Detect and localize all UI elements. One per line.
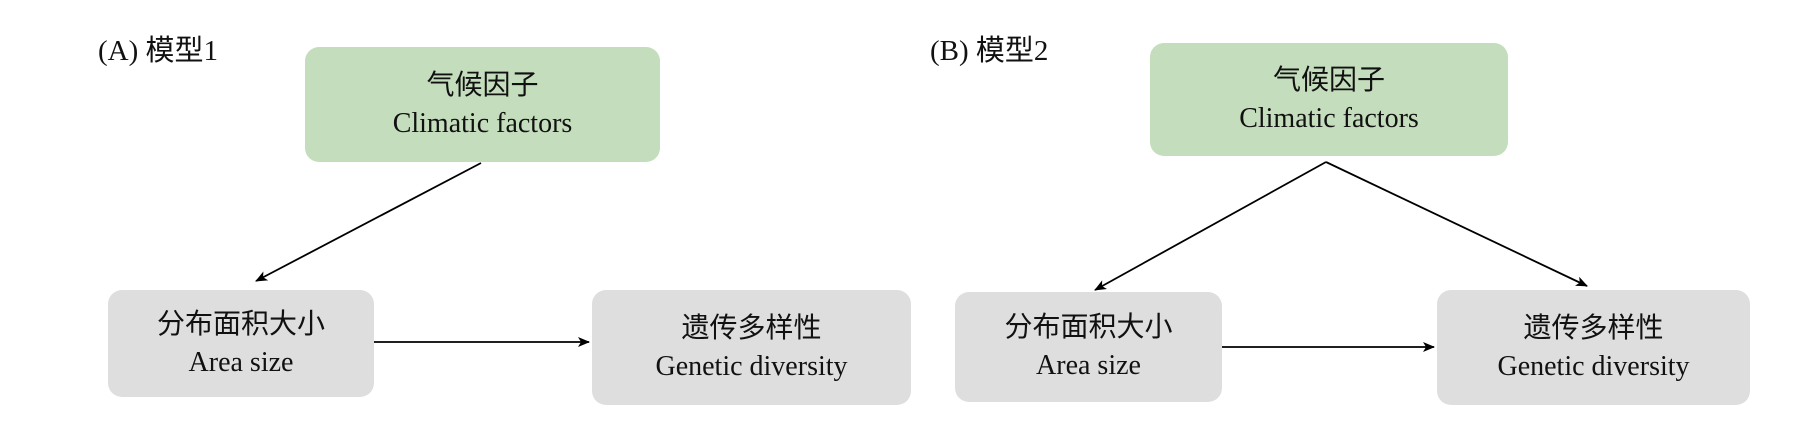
- panel-b-label: (B) 模型2: [930, 35, 1049, 67]
- panel-a-label: (A) 模型1: [98, 35, 219, 67]
- area-size-en-label: Area size: [1036, 350, 1141, 381]
- climatic-factors-en-label: Climatic factors: [392, 107, 573, 139]
- area-size-zh-label: 分布面积大小: [156, 308, 325, 340]
- climatic-factors-en-label: Climatic factors: [1239, 102, 1419, 134]
- panel-b-arrow-climate-to-genetic: [1325, 161, 1588, 287]
- panel-a-genetic-diversity-node: 遗传多样性 Genetic diversity: [592, 290, 911, 405]
- panel-a-climatic-factors-node: 气候因子 Climatic factors: [305, 47, 660, 162]
- panel-b-climatic-factors-node: 气候因子 Climatic factors: [1150, 43, 1508, 156]
- genetic-diversity-zh-label: 遗传多样性: [1523, 312, 1664, 344]
- panel-b-area-size-node: 分布面积大小 Area size: [955, 292, 1222, 402]
- genetic-diversity-en-label: Genetic diversity: [655, 350, 848, 382]
- panel-b-genetic-diversity-node: 遗传多样性 Genetic diversity: [1437, 290, 1750, 405]
- area-size-zh-label: 分布面积大小: [1004, 312, 1173, 343]
- climatic-factors-zh-label: 气候因子: [1272, 64, 1385, 96]
- genetic-diversity-en-label: Genetic diversity: [1497, 350, 1690, 382]
- area-size-en-label: Area size: [188, 346, 294, 378]
- climatic-factors-zh-label: 气候因子: [426, 69, 539, 101]
- panel-b-arrow-climate-to-area: [1094, 161, 1327, 291]
- panel-a-area-size-node: 分布面积大小 Area size: [108, 290, 374, 397]
- genetic-diversity-zh-label: 遗传多样性: [681, 312, 822, 344]
- panel-a-arrow-climate-to-area: [255, 162, 482, 282]
